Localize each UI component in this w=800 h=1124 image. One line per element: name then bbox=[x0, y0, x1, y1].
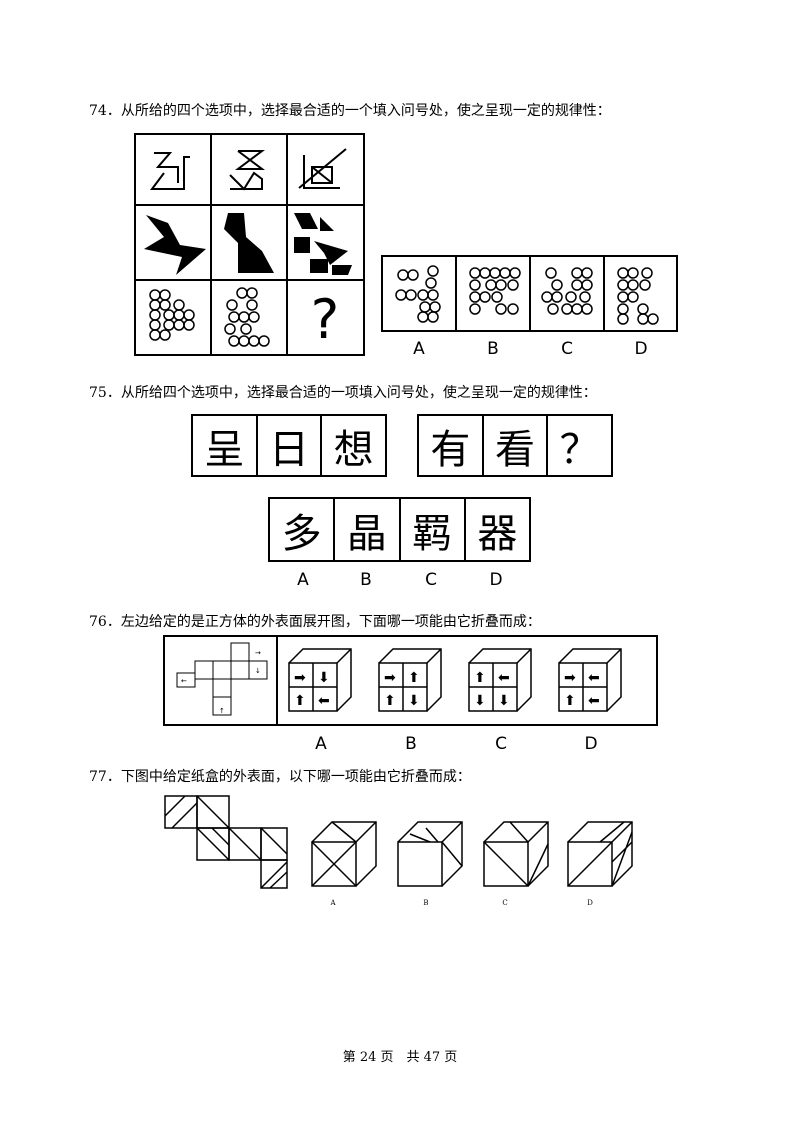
char-cell: 想 bbox=[333, 426, 374, 473]
arrow-icon: ⬆ ⬅ ⬇ ⬇ bbox=[474, 670, 510, 709]
svg-text:→: → bbox=[255, 649, 261, 657]
cube-option-b bbox=[378, 648, 442, 712]
option-d-figure bbox=[617, 267, 659, 325]
svg-text:←: ← bbox=[181, 677, 187, 685]
svg-text:↑: ↑ bbox=[219, 707, 225, 715]
svg-text:➡: ➡ bbox=[564, 670, 576, 686]
option-char-a: 多 bbox=[270, 499, 336, 560]
black-shape bbox=[294, 213, 352, 275]
black-shape bbox=[224, 213, 274, 273]
svg-text:⬅: ⬅ bbox=[588, 693, 600, 709]
svg-text:➡: ➡ bbox=[384, 670, 396, 686]
option-char-b: 晶 bbox=[335, 499, 401, 560]
q74-matrix: ? bbox=[134, 133, 365, 356]
box-net bbox=[164, 795, 288, 889]
option-b-figure bbox=[469, 267, 521, 315]
arrow-icon: ➡ ⬇ ⬆ ⬅ bbox=[294, 670, 330, 709]
question-75-text: 75．从所给四个选项中，选择最合适的一项填入问号处，使之呈现一定的规律性： bbox=[89, 385, 597, 401]
svg-text:⬇: ⬇ bbox=[474, 693, 486, 709]
option-label-a: A bbox=[330, 899, 336, 907]
question-77-text: 77．下图中给定纸盒的外表面，以下哪一项能由它折叠而成： bbox=[89, 769, 471, 785]
cube-option-c bbox=[468, 648, 532, 712]
option-label-c: C bbox=[502, 899, 508, 907]
option-c-figure bbox=[541, 267, 593, 315]
svg-text:⬆: ⬆ bbox=[474, 670, 486, 686]
box-option-b bbox=[397, 821, 463, 887]
svg-text:⬅: ⬅ bbox=[498, 670, 510, 686]
option-label-a: A bbox=[413, 339, 425, 359]
svg-text:⬇: ⬇ bbox=[318, 670, 330, 686]
q75-options: 多 晶 羁 器 bbox=[268, 497, 531, 562]
option-char-d: 器 bbox=[477, 510, 518, 557]
option-label-d: D bbox=[587, 899, 593, 907]
option-label-c: C bbox=[561, 339, 573, 359]
svg-text:↓: ↓ bbox=[255, 667, 261, 675]
box-option-a bbox=[311, 821, 377, 887]
option-label-a: A bbox=[315, 734, 327, 754]
black-shape bbox=[144, 215, 206, 275]
svg-text:⬇: ⬇ bbox=[498, 693, 510, 709]
option-char-c: 羁 bbox=[401, 499, 466, 560]
svg-text:⬅: ⬅ bbox=[318, 693, 330, 709]
q75-row2: 有 看 ？ bbox=[417, 414, 613, 477]
char-cell: 看 bbox=[484, 416, 549, 475]
option-label-c: C bbox=[425, 570, 437, 590]
option-label-a: A bbox=[297, 570, 309, 590]
svg-text:⬆: ⬆ bbox=[384, 693, 396, 709]
cube-option-d bbox=[558, 648, 622, 712]
box-option-d bbox=[567, 821, 633, 887]
box-option-c bbox=[483, 821, 549, 887]
option-label-d: D bbox=[489, 570, 503, 590]
q75-row1: 呈 日 想 bbox=[191, 414, 387, 477]
page-footer: 第 24 页 共 47 页 bbox=[342, 1050, 458, 1065]
option-label-b: B bbox=[360, 570, 372, 590]
question-mark: ? bbox=[311, 288, 340, 351]
q74-options bbox=[381, 255, 678, 332]
char-cell: 日 bbox=[258, 416, 323, 475]
svg-text:⬆: ⬆ bbox=[294, 693, 306, 709]
svg-text:⬇: ⬇ bbox=[408, 693, 420, 709]
q76-figure: → ↓ ← ↑ ➡ ⬇ ⬆ ⬅ ➡ ⬆ ⬆ ⬇ ⬆ ⬅ ⬇ ⬇ ➡ ⬅ ⬆ ⬅ bbox=[163, 635, 658, 726]
cube-option-a bbox=[288, 648, 352, 712]
arrow-icon: ➡ ⬅ ⬆ ⬅ bbox=[564, 670, 600, 709]
svg-text:⬅: ⬅ bbox=[588, 670, 600, 686]
arrow-icon: → ↓ ← ↑ bbox=[181, 649, 261, 715]
q77-figure bbox=[164, 795, 633, 889]
char-cell: 呈 bbox=[193, 416, 258, 475]
circle-figure bbox=[149, 289, 195, 341]
svg-text:➡: ➡ bbox=[294, 670, 306, 686]
option-label-b: B bbox=[423, 899, 429, 907]
line-figure bbox=[298, 148, 347, 189]
option-label-d: D bbox=[584, 734, 598, 754]
circle-figure bbox=[224, 287, 270, 347]
question-74-text: 74．从所给的四个选项中，选择最合适的一个填入问号处，使之呈现一定的规律性： bbox=[89, 103, 611, 119]
option-a-figure bbox=[395, 265, 441, 323]
option-label-c: C bbox=[495, 734, 507, 754]
char-cell: 有 bbox=[419, 416, 484, 475]
option-label-b: B bbox=[405, 734, 417, 754]
svg-text:⬆: ⬆ bbox=[408, 670, 420, 686]
option-label-b: B bbox=[487, 339, 499, 359]
char-cell: ？ bbox=[559, 426, 600, 473]
line-figure bbox=[150, 152, 190, 190]
line-figure bbox=[229, 150, 265, 191]
question-76-text: 76．左边给定的是正方体的外表面展开图，下面哪一项能由它折叠而成： bbox=[89, 614, 541, 630]
option-label-d: D bbox=[634, 339, 648, 359]
svg-text:⬆: ⬆ bbox=[564, 693, 576, 709]
cube-net bbox=[176, 642, 268, 716]
arrow-icon: ➡ ⬆ ⬆ ⬇ bbox=[384, 670, 420, 709]
